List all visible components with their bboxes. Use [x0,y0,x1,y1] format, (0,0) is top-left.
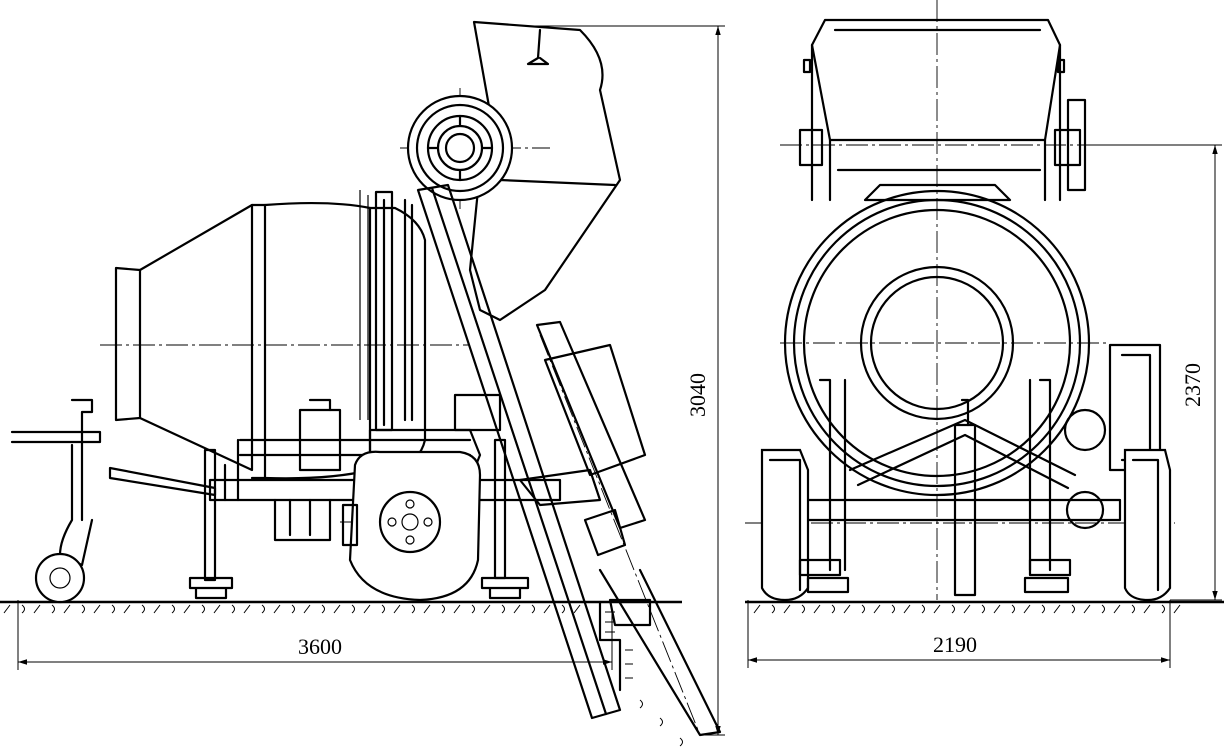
side-jacks [188,438,530,600]
towbar-castor [10,398,102,604]
rear-view [745,0,1224,614]
rear-dimensions: 2190 2370 [747,144,1222,668]
rear-ground [745,600,1224,614]
rear-drum [783,183,1091,497]
side-ground [0,600,683,747]
skip-rails [416,183,722,737]
dim-overall-length: 3600 [298,634,342,659]
dim-overall-width: 2190 [933,632,977,657]
dim-overall-height: 3040 [685,373,710,417]
rear-hopper [798,18,1087,202]
dim-height: 2370 [1180,363,1205,407]
winch-pulley [406,94,514,202]
rear-frame [798,343,1162,597]
rear-left-wheel [760,448,850,602]
side-view [0,20,722,747]
side-dimensions: 3600 3040 [17,25,725,736]
side-wheel [341,450,482,602]
mixing-drum [114,190,427,480]
rear-right-wheel [1023,448,1172,602]
